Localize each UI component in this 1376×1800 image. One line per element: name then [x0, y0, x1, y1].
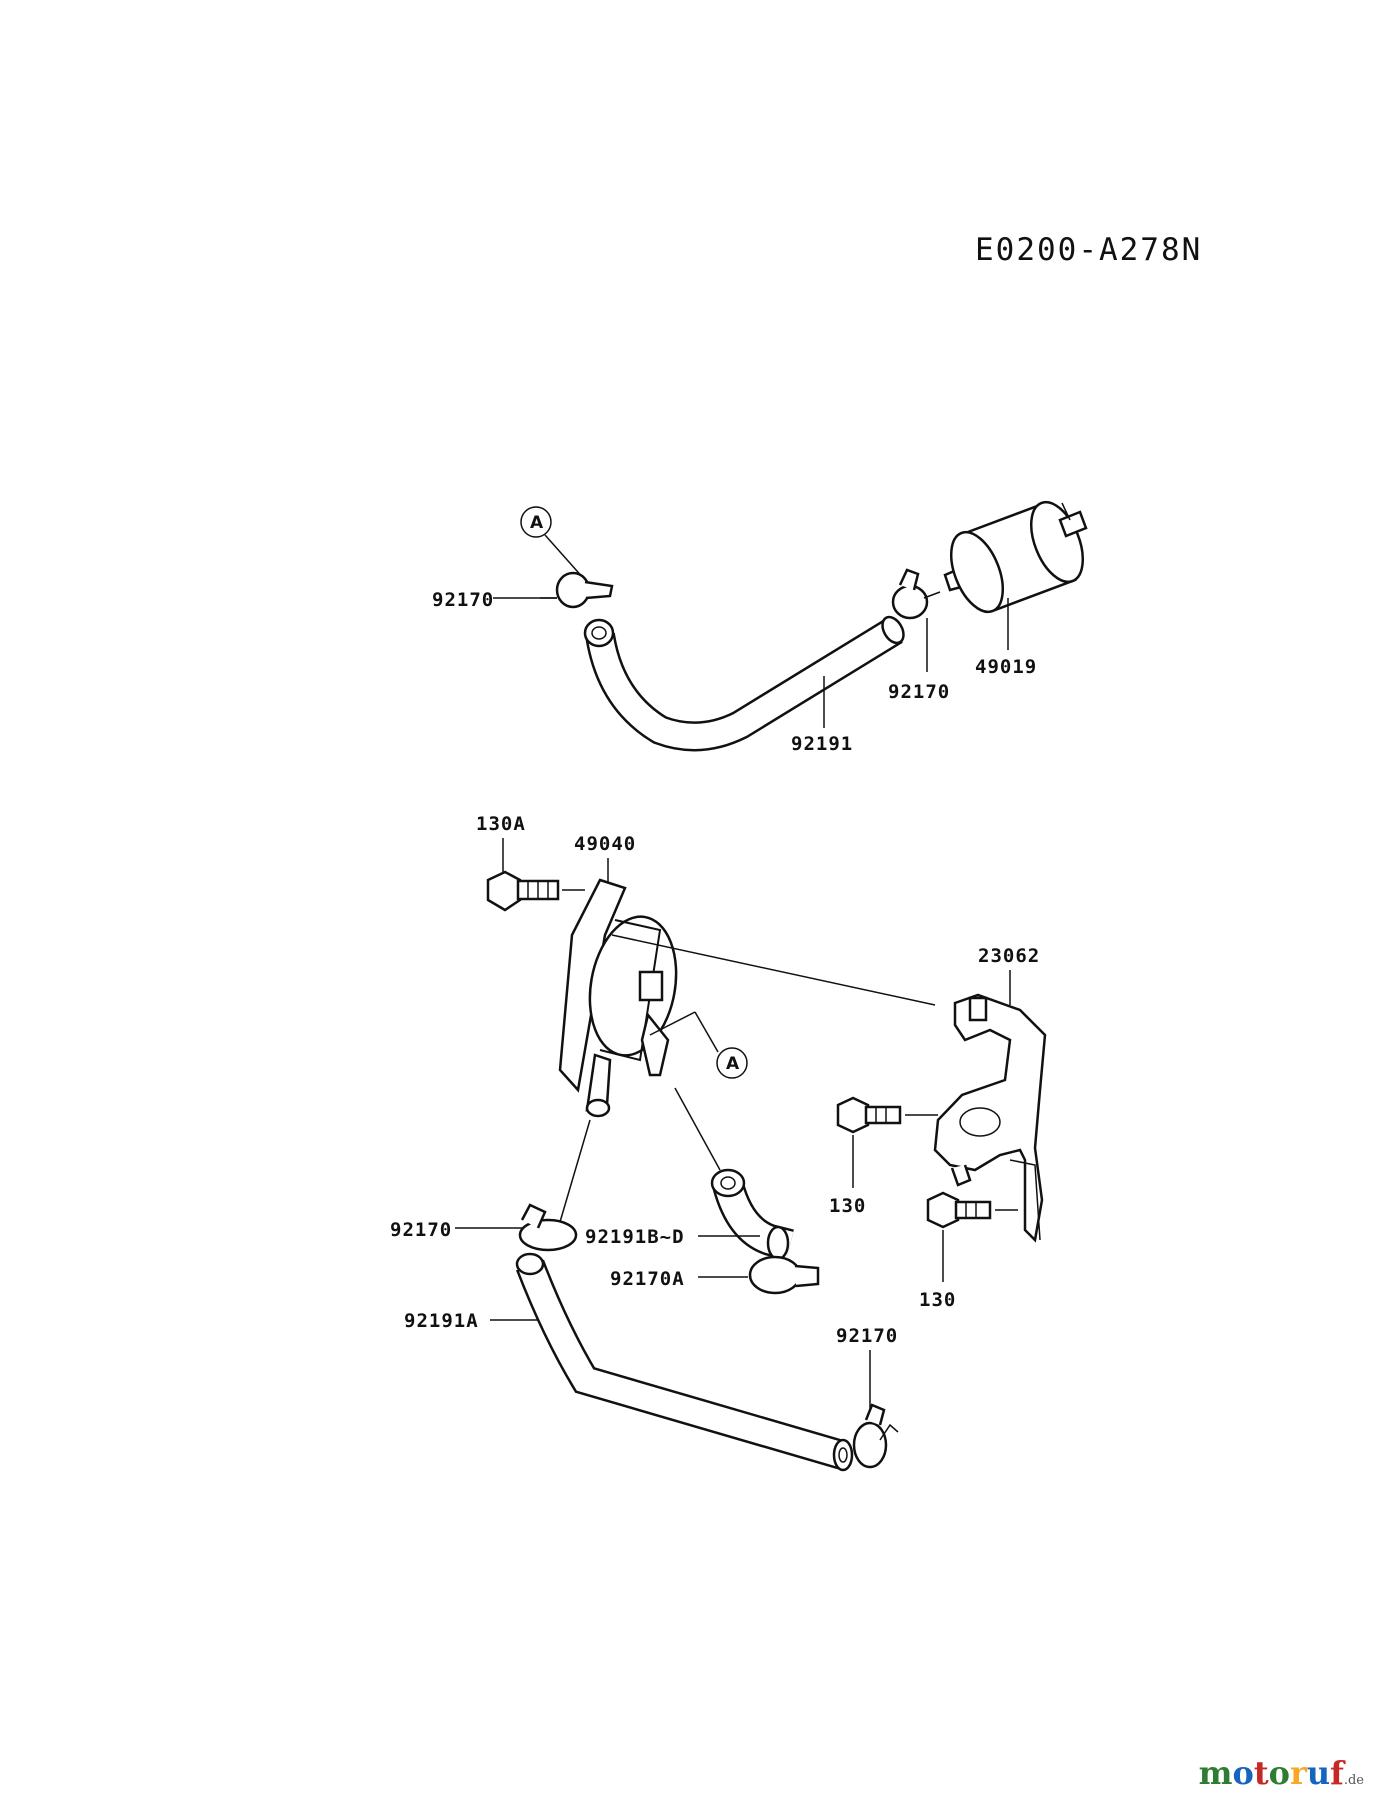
label-bracket: 23062	[978, 945, 1040, 967]
hose-clamp-left	[518, 1203, 578, 1252]
watermark-letter: u	[1306, 1754, 1331, 1792]
label-bolt-130-lower: 130	[919, 1289, 956, 1311]
hose-clamp-top-mid	[891, 568, 941, 620]
diagram-code: E0200-A278N	[975, 232, 1202, 268]
bolt-130a	[486, 870, 585, 912]
ref-marker-a-top: A	[520, 506, 586, 581]
bolt-130-upper	[836, 1096, 938, 1134]
label-fuel-filter: 49019	[975, 656, 1037, 678]
fuel-pump	[558, 878, 678, 1118]
label-clamp-top-left: 92170	[432, 589, 494, 611]
fuel-filter	[943, 500, 1088, 614]
watermark-logo: motoruf.de	[1199, 1754, 1364, 1792]
watermark-letter: f	[1330, 1754, 1344, 1792]
label-hose-top: 92191	[791, 733, 853, 755]
mounting-bracket	[933, 993, 1047, 1243]
watermark-letter: t	[1253, 1754, 1269, 1792]
label-clamp-top-mid: 92170	[888, 681, 950, 703]
bolt-130-lower	[926, 1191, 1018, 1229]
hose-clamp-top-left	[540, 571, 614, 609]
watermark-tld: .de	[1343, 1773, 1364, 1788]
ref-letter-bottom: A	[726, 1054, 740, 1074]
fuel-hose-long	[515, 1252, 854, 1472]
hose-clamp-a	[748, 1255, 820, 1295]
fuel-hose-short	[710, 1168, 794, 1261]
ref-marker-a-bottom: A	[649, 1011, 748, 1079]
watermark-letter: m	[1198, 1754, 1233, 1792]
watermark-letter: o	[1232, 1754, 1254, 1792]
watermark-letter: r	[1289, 1754, 1307, 1792]
label-clamp-left: 92170	[390, 1219, 452, 1241]
label-hose-long: 92191A	[404, 1310, 479, 1332]
ref-letter: A	[530, 513, 544, 533]
label-bolt-130-upper: 130	[829, 1195, 866, 1217]
label-clamp-bottom: 92170	[836, 1325, 898, 1347]
hose-clamp-bottom	[852, 1403, 899, 1469]
label-bolt-130a: 130A	[476, 813, 526, 835]
label-fuel-pump: 49040	[574, 833, 636, 855]
fuel-hose-top	[583, 615, 905, 752]
label-clamp-a: 92170A	[610, 1268, 685, 1290]
watermark-letter: o	[1268, 1754, 1290, 1792]
label-hose-short: 92191B~D	[585, 1226, 685, 1248]
